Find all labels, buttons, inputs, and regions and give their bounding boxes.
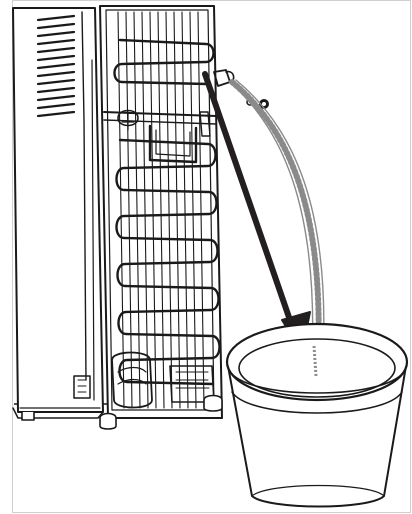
cabinet-foot-right (204, 396, 222, 412)
cabinet-foot-left (22, 412, 34, 420)
cabinet-side-panel (13, 8, 103, 412)
water-stream (232, 80, 324, 362)
bucket (227, 324, 407, 507)
cabinet-foot-center (100, 414, 116, 430)
dispenser-cabinet (13, 6, 234, 429)
